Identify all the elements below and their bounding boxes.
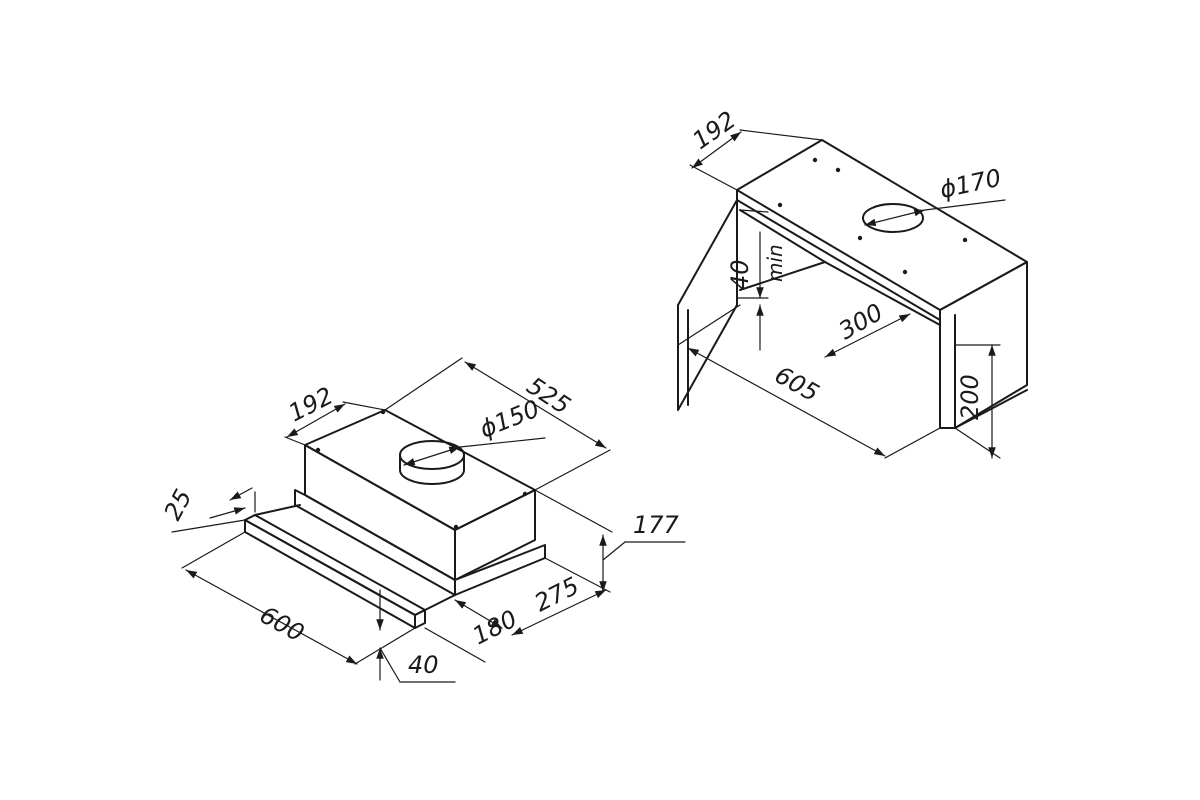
dim-phi170: ϕ170 xyxy=(937,164,1003,204)
cabinet-door xyxy=(677,199,738,411)
dim-605: 605 xyxy=(770,361,824,408)
dim-min-note: min xyxy=(763,244,787,282)
right-cabinet-drawing: 192 ϕ170 40 min 300 605 200 xyxy=(677,106,1028,459)
dim-275: 275 xyxy=(530,572,584,618)
dim-177: 177 xyxy=(633,511,680,539)
dim-200: 200 xyxy=(956,374,984,420)
dim-192-right: 192 xyxy=(687,106,741,155)
dim-25: 25 xyxy=(159,485,198,525)
dim-180: 180 xyxy=(468,605,522,651)
dim-phi150: ϕ150 xyxy=(476,395,544,444)
hood-sliding-panel xyxy=(244,514,426,616)
dim-40-right: 40 xyxy=(726,259,754,290)
dim-192-left: 192 xyxy=(284,382,338,428)
left-hood-drawing: 600 275 180 177 525 192 ϕ150 25 40 xyxy=(159,357,686,683)
dim-600: 600 xyxy=(255,601,309,648)
hood-base-plate xyxy=(294,489,546,596)
dim-40-left: 40 xyxy=(408,651,439,679)
hood-duct-collar-top xyxy=(399,440,465,470)
hood-body-side xyxy=(454,489,536,581)
hood-body-front xyxy=(304,444,456,581)
dim-300: 300 xyxy=(834,298,888,345)
